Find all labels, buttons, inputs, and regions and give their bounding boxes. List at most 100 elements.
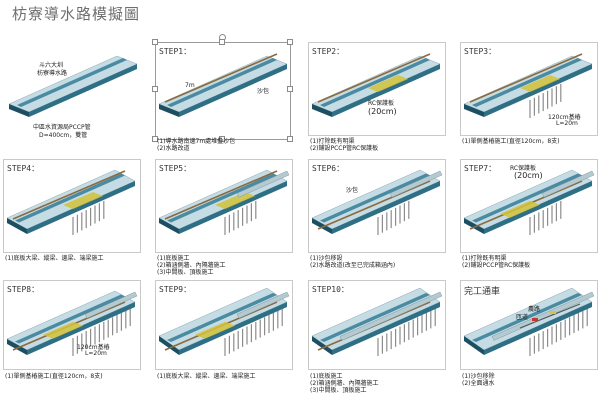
channel-illustration [311, 287, 443, 356]
step-label: STEP9： [159, 285, 192, 294]
annotation-pile: 120cm基樁 [77, 344, 110, 351]
caption: (1)沙包移除 (2)全面通水 [462, 373, 598, 387]
step-label: STEP6： [312, 164, 345, 173]
deck-end [312, 336, 332, 355]
caption-line: (1)底板施工 [310, 373, 343, 380]
annotation-canal-name: 斗六大圳 [39, 62, 64, 69]
caption: (1)打除既有明渠 (2)鋪設PCCP管RC保護板 [310, 138, 446, 152]
sandbag-line [469, 53, 583, 103]
diagram [308, 50, 446, 118]
annotation-farm-road: 農路 [528, 306, 541, 313]
caption: (1)底板施工 (2)箱涵側牆、內隔牆施工 (3)中間板、頂板施工 [310, 373, 446, 394]
rc-protection-plate [63, 192, 103, 209]
water-channel [320, 58, 430, 107]
annotation-sandbag: 沙包 [346, 187, 359, 194]
step-label: STEP7： [464, 164, 497, 173]
resize-handle[interactable] [287, 86, 293, 92]
channel-illustration [6, 290, 138, 356]
vehicle [532, 318, 538, 321]
deck-side [484, 181, 592, 234]
annotation-rc-plate: RC保護板 [510, 165, 537, 172]
diagram [155, 287, 293, 356]
channel-illustration [158, 287, 290, 356]
deck-side [27, 181, 135, 234]
water-channel [320, 173, 430, 223]
caption: (1)導水路南邊7m處堆疊沙包 (2)水路改道 [157, 138, 293, 152]
deck-end [464, 336, 484, 355]
step-label: STEP3： [464, 47, 497, 56]
panel-step7: STEP7： RC保護板 (20cm) (1)打除既有明渠 (2)鋪設PCCP管… [460, 159, 598, 289]
caption: (1)單側基樁施工(直徑120cm，8支) [462, 138, 598, 145]
channel-illustration [463, 287, 595, 356]
panel-step1[interactable]: STEP1： 7m 沙包 (1)導水路南邊7m處堆疊沙包 (2)水路改道 [152, 34, 293, 172]
annotation-pile: 120cm基樁 [548, 114, 581, 121]
box-culvert [541, 170, 595, 198]
channel-illustration [8, 55, 138, 117]
panel-step5: STEP5： (1)底板施工 (2)箱涵側牆、內隔牆施工 (3)中間板、頂板施工 [155, 159, 293, 289]
box-culvert [491, 291, 595, 341]
panel-completion: 完工通車 農路 匝道 (1)沙包移除 (2)全面通水 [460, 280, 598, 410]
caption-line: (2)水路改道(改至已完成箱涵內) [310, 262, 396, 269]
deck-side [179, 302, 287, 355]
water-channel [472, 58, 582, 107]
caption-line: (3)中間板、頂板施工 [157, 269, 214, 276]
diagram [155, 50, 293, 118]
annotation-ramp: 匝道 [516, 314, 529, 321]
caption-line: (1)導水路南邊7m處堆疊沙包 [157, 138, 236, 145]
resize-handle[interactable] [219, 39, 225, 45]
water-channel [15, 173, 125, 223]
panel-step10: STEP10： (1)底板施工 (2)箱涵側牆、內隔牆施工 (3)中間板、頂板施… [308, 280, 446, 410]
resize-handle[interactable] [152, 136, 158, 142]
annotation-pipe-owner: 中區水資源局PCCP管 [33, 124, 91, 131]
deck-end [9, 104, 29, 117]
box-culvert [236, 170, 290, 198]
caption-line: (1)沙包移設 [310, 255, 343, 262]
step-label: STEP5： [159, 164, 192, 173]
diagram [308, 287, 446, 356]
rc-protection-plate [500, 200, 540, 218]
deck-side [27, 302, 135, 355]
annotation-pile-length: L=20m [85, 350, 107, 357]
resize-handle[interactable] [152, 39, 158, 45]
resize-handle[interactable] [152, 86, 158, 92]
channel-illustration [6, 169, 136, 235]
deck-end [312, 218, 332, 234]
diagram [460, 50, 598, 118]
box-culvert [84, 291, 138, 319]
step-label: STEP10： [312, 285, 349, 294]
rc-protection-plate [520, 75, 560, 92]
step-label: STEP2： [312, 47, 345, 56]
caption-line: (1)底板大梁、縱梁、邊梁、端梁施工 [5, 255, 104, 262]
water-channel [17, 58, 127, 107]
step-label: STEP1： [159, 47, 192, 56]
deck-side [332, 302, 440, 355]
panel-step3: STEP3： 120cm基樁 L=20m (1)單側基樁施工(直徑120cm，8… [460, 42, 598, 172]
panel-step8: STEP8： 120cm基樁 L=20m (1)單側基樁施工(直徑120cm，8… [3, 280, 141, 410]
caption-line: (2)鋪設PCCP管RC保護板 [310, 145, 379, 152]
resize-handle[interactable] [219, 136, 225, 142]
water-channel [167, 173, 277, 223]
road [519, 303, 581, 329]
water-channel [167, 58, 277, 107]
annotation-pipe-size: D=400cm，雙管 [39, 132, 88, 139]
channel-illustration [311, 53, 441, 117]
deck-end [159, 336, 179, 355]
deck-end [7, 339, 27, 355]
caption-line: (1)單側基樁施工(直徑120cm，8支) [5, 373, 103, 380]
deck-end [159, 218, 179, 234]
deck-end [7, 218, 27, 234]
channel-illustration [463, 169, 595, 235]
panel-step6: STEP6： 沙包 (1)沙包移設 (2)水路改道(改至已完成箱涵內) [308, 159, 446, 289]
channel-illustration [463, 53, 593, 118]
caption-line: (2)箱涵側牆、內隔牆施工 [310, 380, 379, 387]
caption-line: (1)打除既有明渠 [462, 255, 507, 262]
step-label: STEP4： [7, 164, 40, 173]
rc-protection-plate [195, 321, 235, 339]
resize-handle[interactable] [287, 39, 293, 45]
water-channel [167, 293, 277, 342]
resize-handle[interactable] [287, 136, 293, 142]
rc-protection-plate [43, 321, 83, 339]
caption: (1)底板施工 (2)箱涵側牆、內隔牆施工 (3)中間板、頂板施工 [157, 255, 293, 276]
deck-end [159, 104, 179, 117]
vehicle [550, 311, 556, 314]
